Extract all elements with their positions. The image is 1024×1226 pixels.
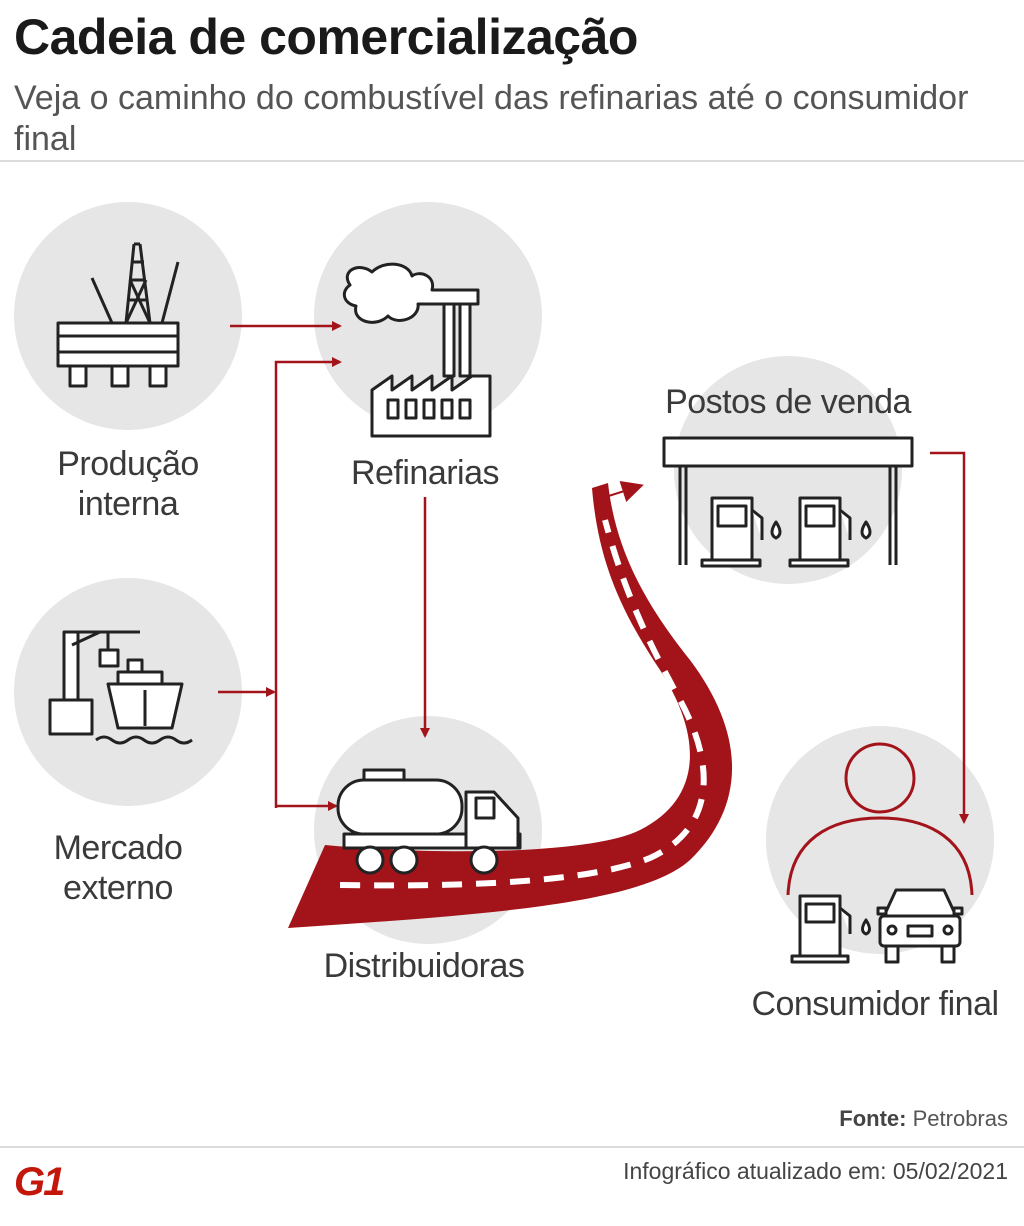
refinarias-circle	[314, 202, 542, 430]
label-mercado-externo: Mercado externo	[53, 829, 183, 907]
consumer-icon	[786, 742, 974, 896]
flow-arrows	[218, 321, 969, 824]
label-refinarias: Refinarias	[350, 454, 500, 492]
label-producao-interna: Produção interna	[57, 445, 199, 523]
page-title: Cadeia de comercialização	[14, 9, 638, 65]
arrow-junction-refinarias	[274, 357, 342, 808]
road-graphic	[288, 483, 733, 928]
oil-platform-icon	[56, 242, 180, 388]
label-distribuidoras: Distribuidoras	[323, 947, 525, 985]
page-subtitle: Veja o caminho do combustível das refina…	[14, 79, 969, 158]
source-note: Fonte: Petrobras	[839, 1106, 1008, 1131]
tanker-truck-icon	[336, 768, 522, 875]
top-divider	[0, 160, 1024, 162]
refinery-icon	[342, 262, 492, 438]
updated-note: Infográfico atualizado em: 05/02/2021	[623, 1158, 1008, 1184]
label-consumidor-final: Consumidor final	[751, 985, 999, 1023]
bottom-divider	[0, 1146, 1024, 1148]
gas-station-icon	[662, 436, 914, 568]
g1-logo: G1	[14, 1160, 65, 1204]
label-postos-de-venda: Postos de venda	[665, 383, 911, 421]
arrow-postos-consumidor	[930, 451, 969, 824]
road-arrow	[595, 480, 644, 502]
port-ship-icon	[48, 630, 193, 745]
consumer-pump-car-icon	[790, 888, 964, 964]
